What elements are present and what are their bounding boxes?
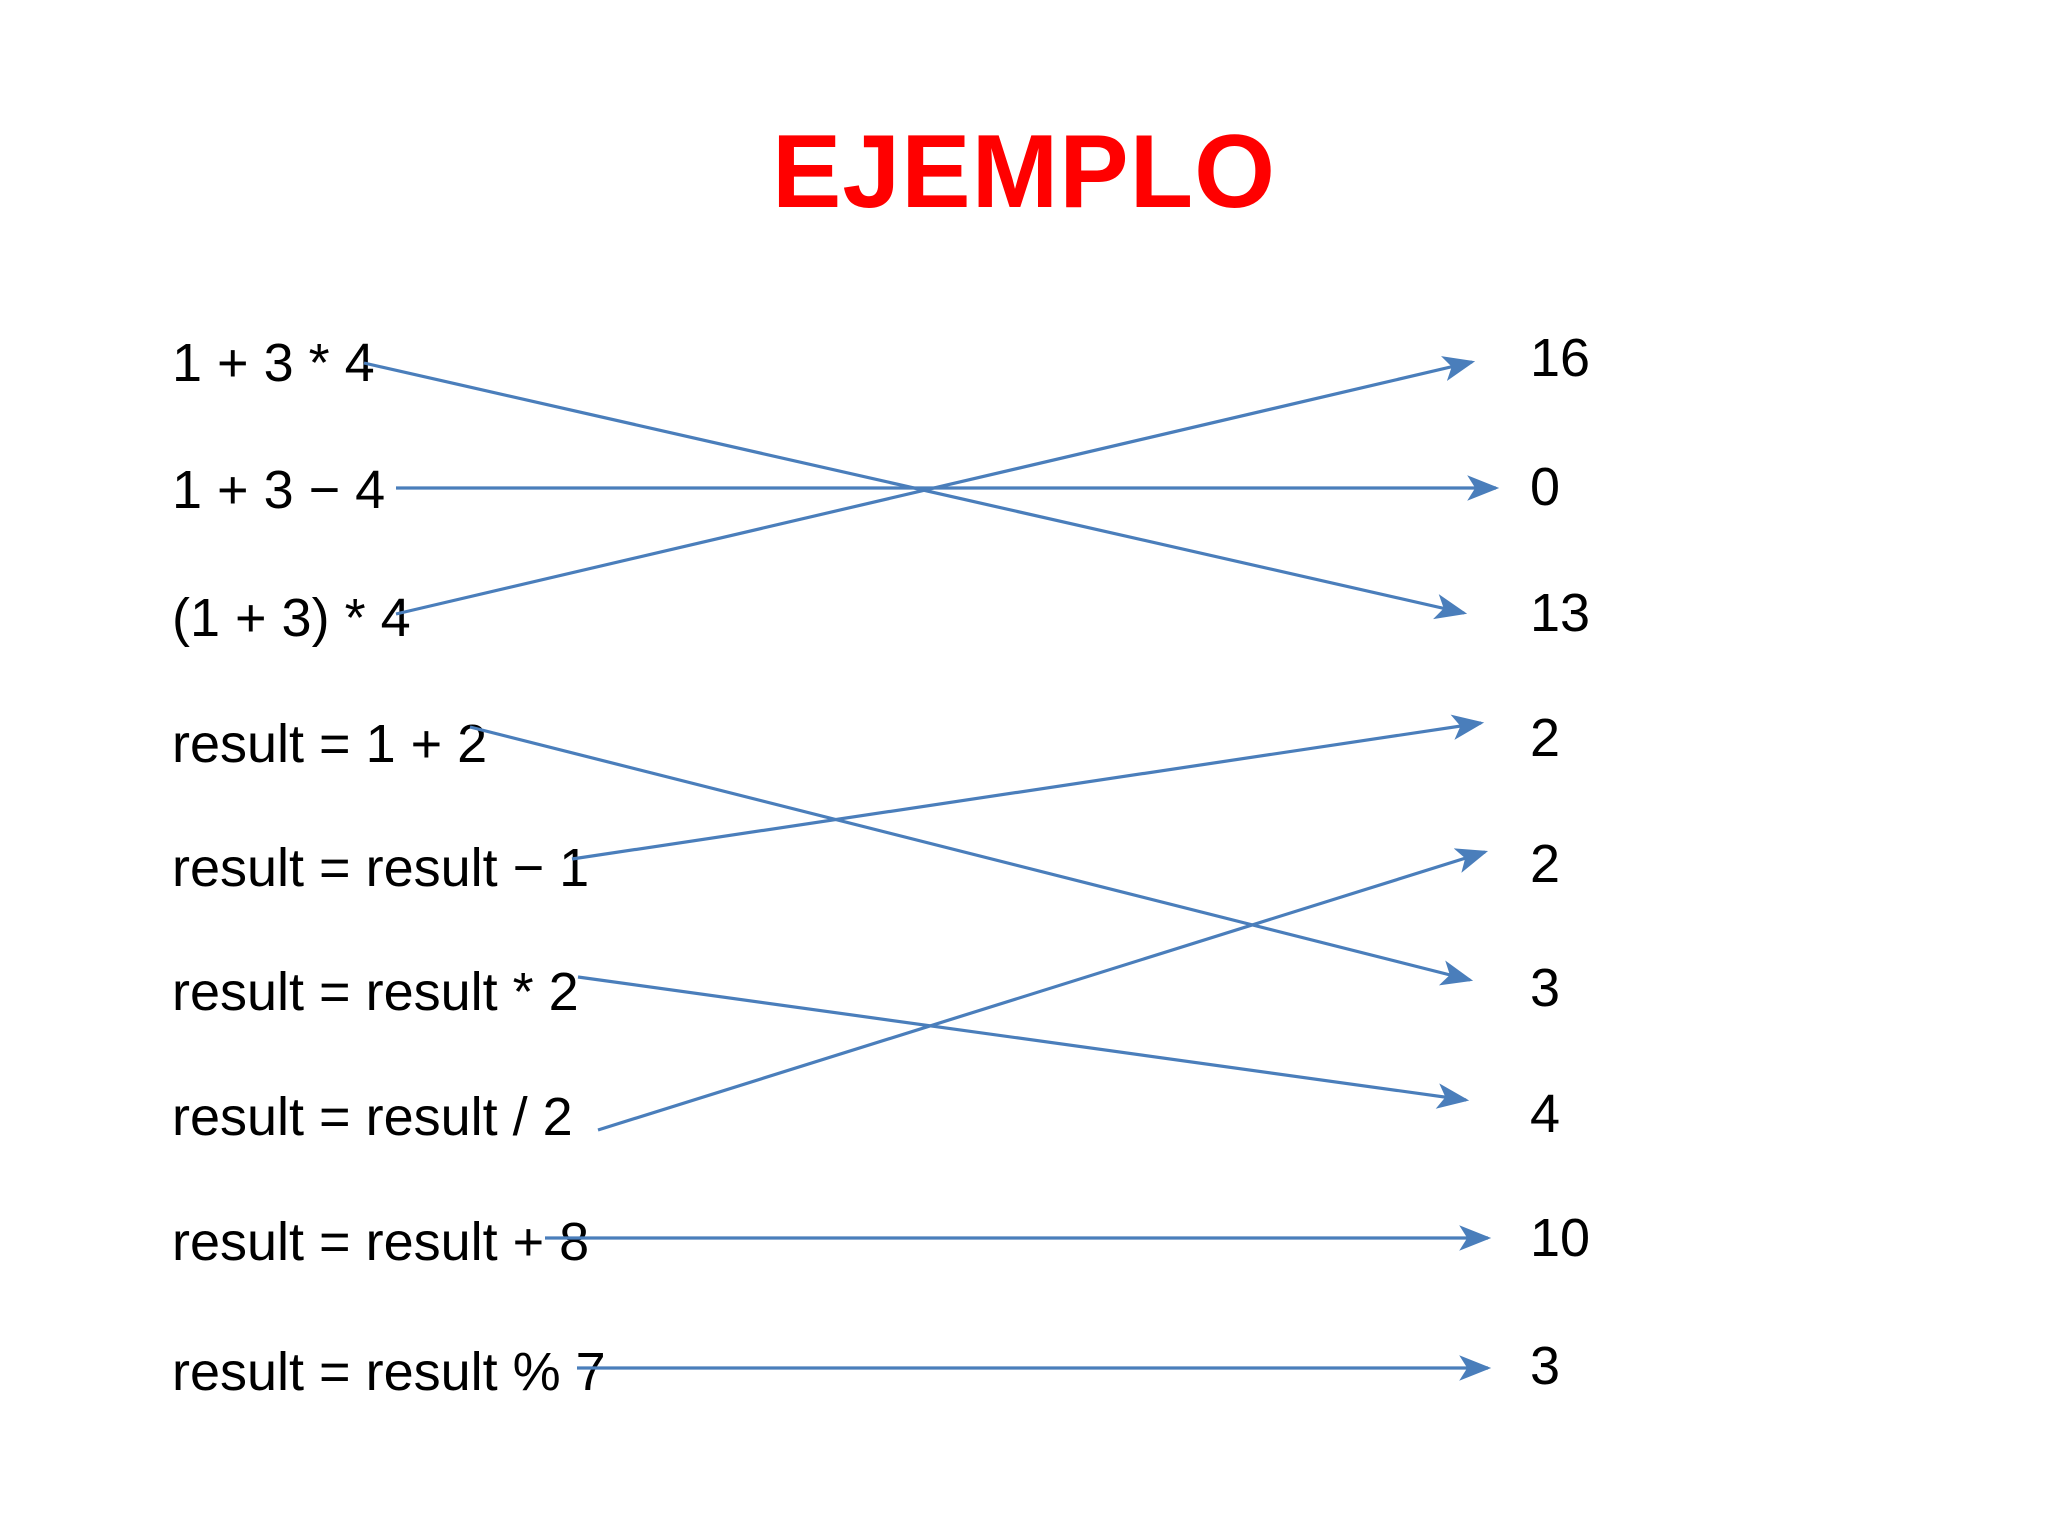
expression-label-3: (1 + 3) * 4 [172, 588, 411, 648]
expression-label-2: 1 + 3 − 4 [172, 460, 386, 520]
assignment-value-3: 3 [1530, 958, 1561, 1018]
expression-value-2: 0 [1530, 457, 1561, 517]
connector-assign4-to-2b [597, 848, 1489, 1132]
connector-assign2-to-2a [571, 714, 1485, 861]
direct-value-1: 10 [1530, 1208, 1591, 1268]
connector-assign3-to-4 [577, 975, 1470, 1109]
direct-label-1: result = result + 8 [172, 1212, 590, 1272]
assignment-label-3: result = result * 2 [172, 962, 579, 1022]
page-title: EJEMPLO [772, 114, 1276, 230]
expression-value-1: 16 [1530, 328, 1591, 388]
direct-label-2: result = result % 7 [172, 1342, 606, 1402]
assignment-value-1: 2 [1530, 708, 1561, 768]
expression-label-1: 1 + 3 * 4 [172, 333, 375, 393]
expression-value-3: 13 [1530, 583, 1591, 643]
assignment-label-2: result = result − 1 [172, 838, 590, 898]
assignment-value-4: 4 [1530, 1084, 1561, 1144]
assignment-value-2: 2 [1530, 834, 1561, 894]
connector-expr3-to-16 [395, 356, 1476, 616]
assignment-label-4: result = result / 2 [172, 1087, 573, 1147]
direct-value-2: 3 [1530, 1336, 1561, 1396]
connector-expr1-to-13 [363, 361, 1468, 620]
assignment-label-1: result = 1 + 2 [172, 714, 488, 774]
connector-assign1-to-3 [469, 725, 1474, 986]
